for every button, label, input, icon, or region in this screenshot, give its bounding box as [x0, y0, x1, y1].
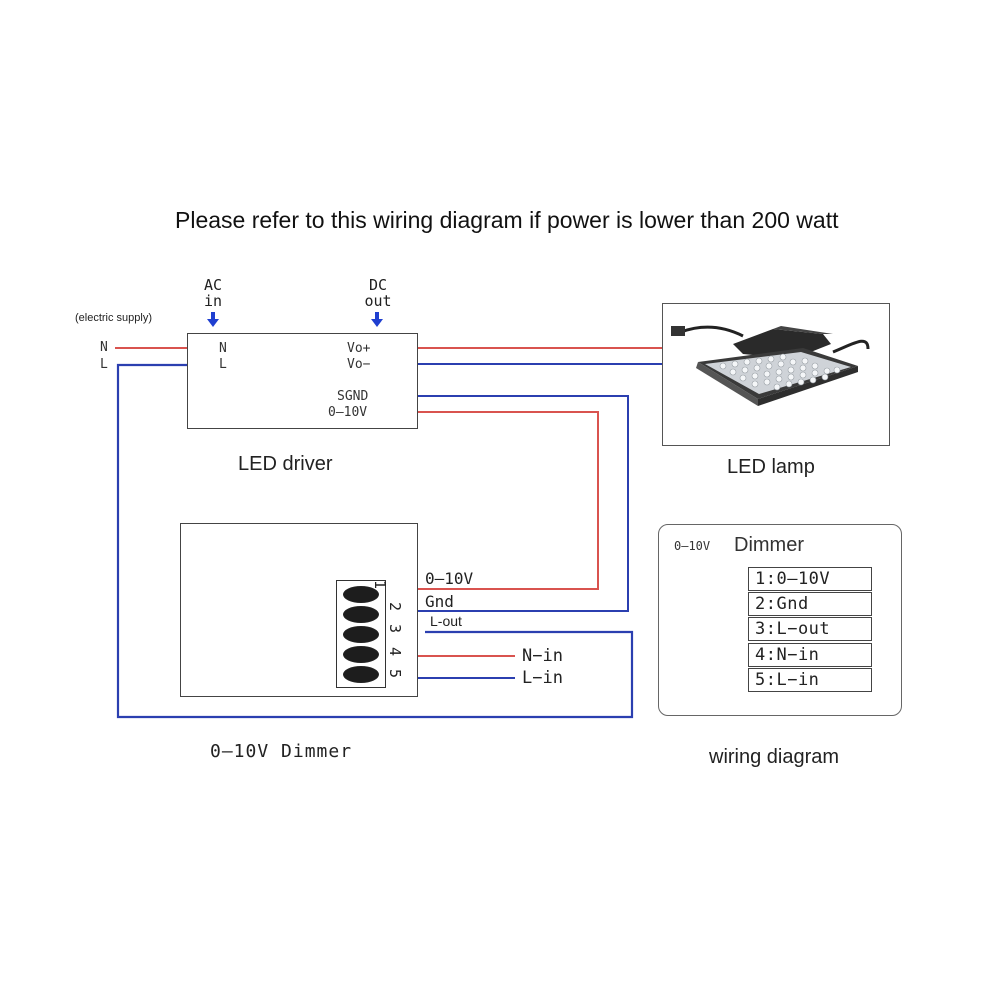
supply-n-label: N — [100, 340, 108, 355]
driver-terminal-n: N — [219, 341, 227, 356]
terminal-screw-1 — [343, 586, 379, 603]
down-arrow-icon — [371, 312, 383, 327]
led-driver-box — [187, 333, 418, 429]
pin-number-2: 2 — [386, 602, 404, 612]
driver-terminal-sgnd: SGND — [337, 389, 369, 404]
wire-l-supply-loop — [116, 363, 634, 719]
terminal-screw-4 — [343, 646, 379, 663]
dimmer-label-0-10v: 0–10V — [425, 569, 474, 588]
legend-title-prefix: 0–10V — [674, 539, 711, 553]
pin-number-4: 4 — [386, 647, 404, 657]
down-arrow-icon — [207, 312, 219, 327]
page-title: Please refer to this wiring diagram if p… — [175, 207, 839, 233]
legend-row-4: 4:N−in — [748, 643, 872, 667]
legend-row-1: 1:0–10V — [748, 567, 872, 591]
terminal-screw-2 — [343, 606, 379, 623]
driver-terminal-vo-plus: Vo+ — [347, 341, 371, 356]
led-lamp-box — [662, 303, 890, 446]
led-lamp-caption: LED lamp — [727, 456, 815, 478]
led-floodlight-icon — [671, 325, 870, 406]
dc-out-label: DC out — [358, 277, 398, 309]
legend-caption: wiring diagram — [709, 746, 840, 768]
dimmer-label-n-in: N−in — [522, 646, 563, 666]
dimmer-label-gnd: Gnd — [425, 592, 454, 611]
led-driver-caption: LED driver — [238, 453, 333, 475]
legend-row-5: 5:L−in — [748, 668, 872, 692]
legend-title: Dimmer — [734, 534, 804, 556]
driver-terminal-0-10v: 0–10V — [328, 405, 368, 420]
dc-label: DC — [368, 276, 388, 294]
supply-l-label: L — [100, 357, 108, 372]
pin-number-3: 3 — [386, 624, 404, 634]
wire-sgnd — [390, 395, 629, 612]
legend-row-3: 3:L−out — [748, 617, 872, 641]
terminal-screw-3 — [343, 626, 379, 643]
dimmer-label-l-in: L−in — [522, 668, 563, 688]
terminal-screw-5 — [343, 666, 379, 683]
wire-0-10v — [390, 411, 599, 590]
dimmer-caption: 0–10V Dimmer — [210, 741, 353, 762]
legend-box — [658, 524, 902, 716]
pin-number-5: 5 — [386, 669, 404, 679]
driver-terminal-vo-minus: Vo− — [347, 357, 371, 372]
supply-label: (electric supply) — [75, 312, 153, 324]
ac-label: AC — [203, 276, 223, 294]
pin-number-1: 1 — [371, 580, 389, 590]
in-label: in — [203, 292, 223, 310]
dimmer-label-l-out: L-out — [430, 613, 462, 629]
ac-in-label: AC in — [198, 277, 228, 309]
driver-terminal-l: L — [219, 357, 227, 372]
out-label: out — [364, 292, 392, 310]
legend-row-2: 2:Gnd — [748, 592, 872, 616]
terminal-block — [336, 580, 386, 688]
